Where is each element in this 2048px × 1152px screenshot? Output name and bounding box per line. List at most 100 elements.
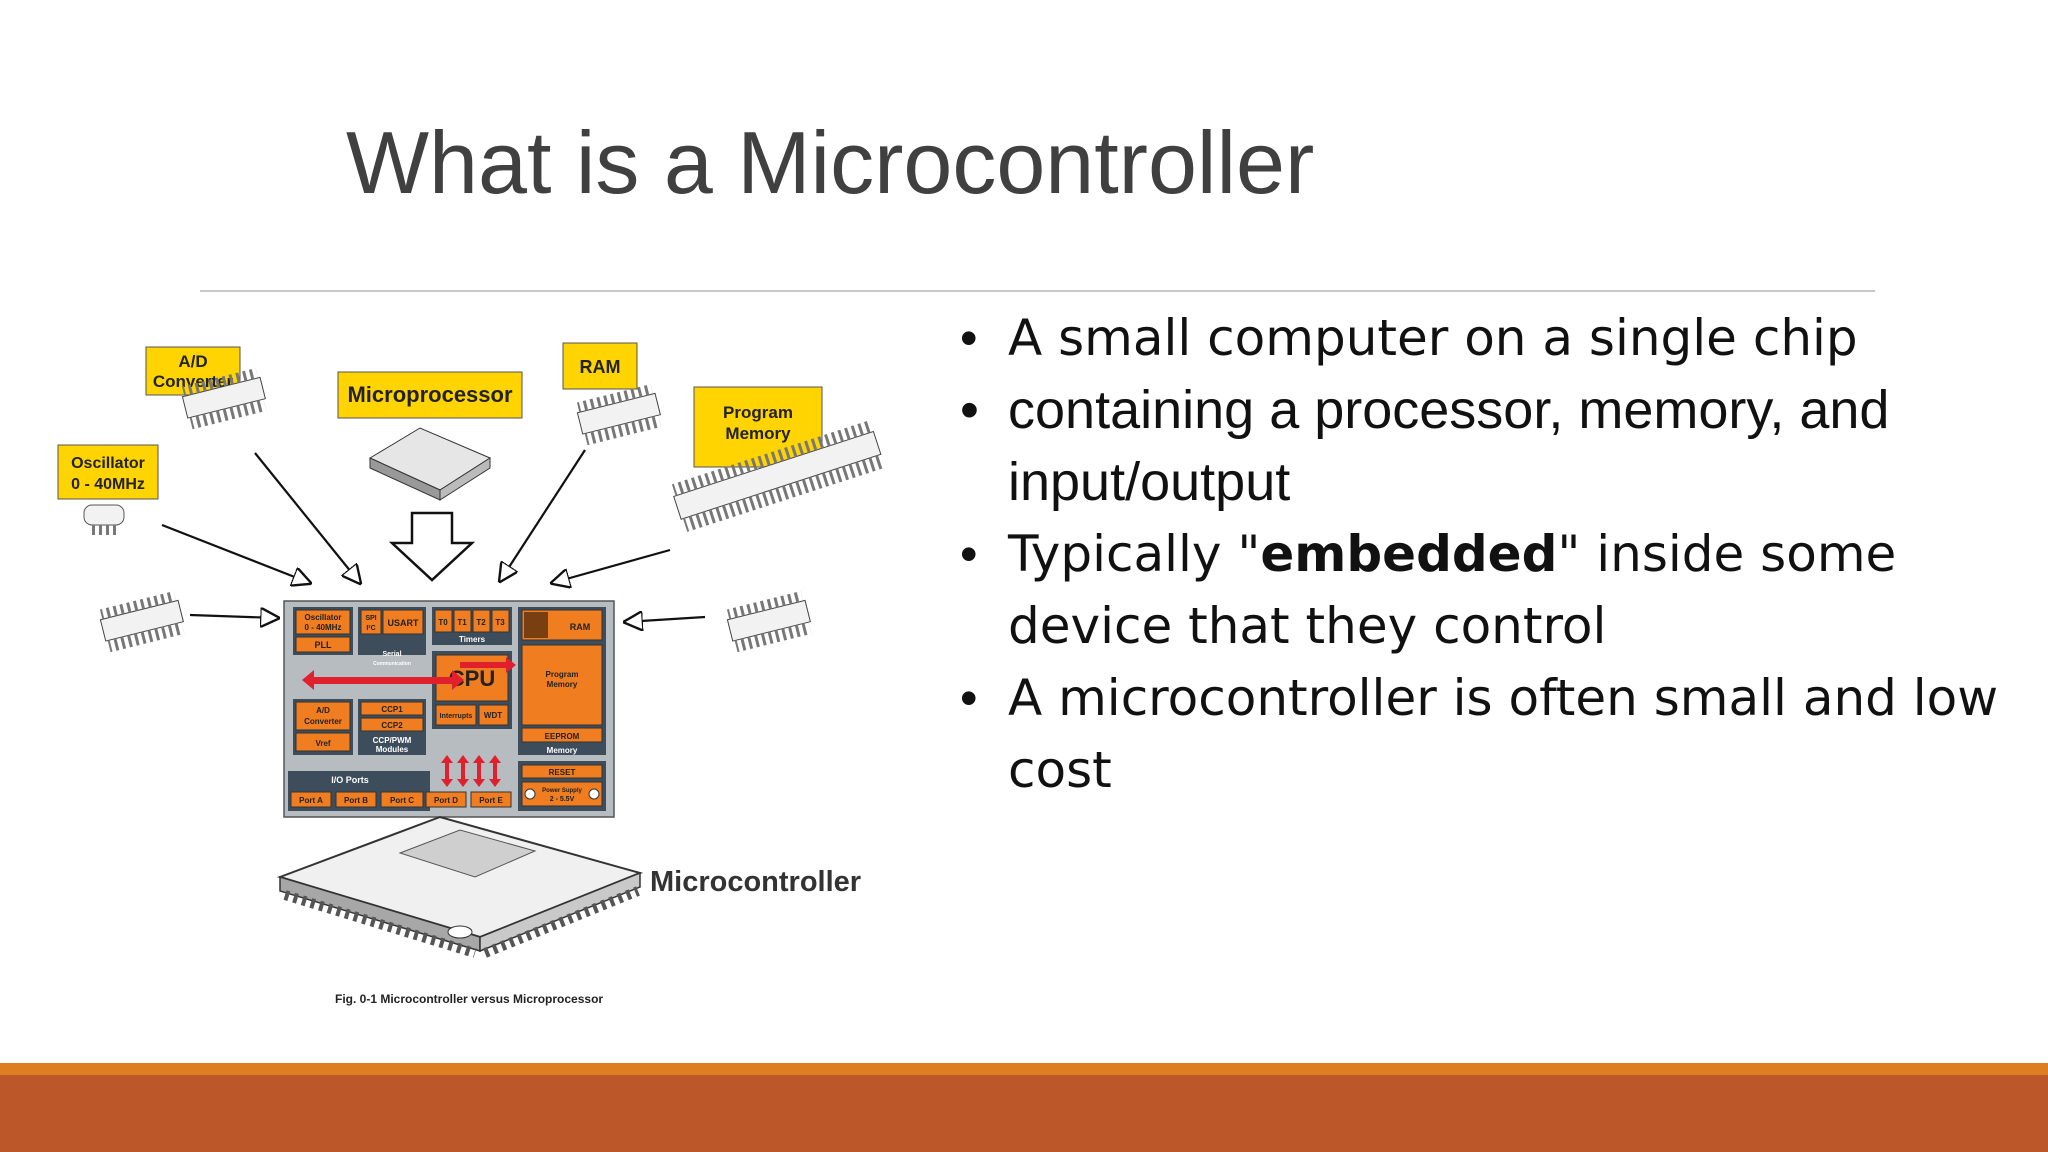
arrow-oscillator — [161, 523, 310, 583]
chip-port-d-label: Port D — [434, 796, 458, 805]
label-program-memory: Program Memory — [693, 386, 823, 468]
chip-vref — [295, 732, 351, 752]
footer-accent-bar — [0, 1063, 2048, 1075]
pointer-arrows — [161, 449, 706, 622]
chip-power-line2: 2 - 5.5V — [550, 796, 575, 803]
chip-ccp-line2: Modules — [376, 745, 409, 754]
chip-ad-line2: Converter — [304, 717, 342, 726]
chip-program-memory — [521, 644, 603, 726]
bullet-1-text: A small computer on a single chip — [1008, 309, 1858, 367]
dip-chip-right — [726, 591, 812, 653]
chip-port-c-label: Port C — [390, 796, 414, 805]
chip-spi — [360, 609, 382, 635]
label-microprocessor: Microprocessor — [337, 371, 523, 419]
chip-pm-line2: Memory — [547, 680, 578, 689]
bullet-item-4: • A microcontroller is often small and lo… — [960, 662, 2000, 806]
chip-wdt — [478, 704, 509, 726]
chip-port-e-label: Port E — [479, 796, 503, 805]
chip-timer-t1: T1 — [457, 618, 467, 627]
bullet-dot: • — [960, 526, 978, 582]
label-ram-text: RAM — [580, 357, 621, 377]
title-divider — [200, 290, 1875, 292]
label-program-line1: Program — [723, 403, 793, 422]
label-osc-line1: Oscillator — [71, 455, 145, 472]
microcontroller-diagram: A/D Converter Microprocessor RAM Program… — [57, 342, 884, 1006]
label-oscillator: Oscillator 0 - 40MHz — [57, 444, 159, 500]
chip-pll — [295, 636, 351, 653]
chip-memory-label: Memory — [547, 746, 578, 755]
bullet-item-3: •Typically "embedded" inside some device… — [960, 518, 2000, 662]
microcontroller-figure: A/D Converter Microprocessor RAM Program… — [40, 325, 920, 1015]
chip-ccp1 — [360, 701, 424, 716]
bullet-dot: • — [960, 670, 978, 726]
arrow-program-memory — [552, 548, 671, 583]
chip-port-b-label: Port B — [344, 796, 368, 805]
footer-bar — [0, 1075, 2048, 1152]
chip-interrupts-label: Interrupts — [440, 713, 473, 720]
bullet-4-text: A microcontroller is often small and low… — [1008, 669, 1999, 799]
chip-timer-blocks: T0 T1 T2 T3 — [434, 609, 510, 633]
chip-osc-line2: 0 - 40MHz — [305, 623, 342, 632]
chip-timer-t3: T3 — [495, 618, 505, 627]
chip-usart — [382, 609, 424, 635]
arrow-ad — [254, 452, 360, 583]
chip-ccp-line1: CCP/PWM — [373, 736, 412, 745]
chip-usart-label: USART — [388, 618, 420, 628]
chip-ccp2-label: CCP2 — [381, 721, 403, 730]
chip-ccp2 — [360, 717, 424, 732]
chip-reset — [521, 764, 603, 779]
chip-ports: Port A Port B Port C Port D Port E — [290, 791, 512, 808]
chip-ad-converter — [295, 701, 351, 731]
chip-spi-line2: I²C — [366, 625, 375, 632]
chip-port-c — [380, 791, 424, 808]
chip-serial-line1: Serial — [382, 651, 401, 658]
chip-wdt-label: WDT — [484, 711, 502, 720]
chip-block-diagram: Oscillator 0 - 40MHz PLL SPI I²C USART S… — [283, 600, 615, 818]
chip-timer-t0: T0 — [438, 618, 448, 627]
bullet-dot: • — [960, 380, 979, 440]
chip-eeprom-label: EEPROM — [545, 732, 580, 741]
bullet-3-pre: Typically " — [1008, 525, 1261, 583]
dip-chip-ad — [181, 368, 267, 430]
chip-port-a — [290, 791, 332, 808]
chip-ccp1-label: CCP1 — [381, 705, 403, 714]
chip-reset-label: RESET — [549, 768, 576, 777]
chip-timer-t2: T2 — [476, 618, 486, 627]
chip-serial-line2: Communication — [373, 661, 411, 667]
chip-port-b — [335, 791, 377, 808]
chip-port-d — [425, 791, 467, 808]
qfp-chip-microprocessor — [368, 427, 492, 501]
arrow-ram — [500, 449, 586, 581]
dip-chip-program-memory — [671, 420, 884, 532]
chip-timers-label: Timers — [459, 635, 486, 644]
chip-pm-line1: Program — [546, 670, 579, 679]
crystal-oscillator — [83, 504, 125, 535]
label-microprocessor-text: Microprocessor — [347, 382, 512, 407]
bullet-item-1: •A small computer on a single chip — [960, 302, 2000, 374]
microcontroller-package — [276, 815, 644, 958]
chip-vref-label: Vref — [315, 739, 330, 748]
label-microcontroller: Microcontroller — [650, 866, 861, 898]
dip-chip-ram — [576, 384, 662, 446]
slide-title: What is a Microcontroller — [346, 113, 1315, 212]
chip-power-line1: Power Supply — [542, 788, 582, 794]
arrow-left-chip — [189, 615, 278, 618]
big-down-arrow — [388, 511, 476, 582]
dip-chip-left — [99, 591, 185, 653]
chip-pll-label: PLL — [315, 640, 333, 650]
chip-spi-line1: SPI — [365, 615, 376, 622]
label-program-line2: Memory — [725, 424, 791, 443]
bullet-list: •A small computer on a single chip •cont… — [960, 302, 2000, 806]
chip-ad-line1: A/D — [316, 706, 330, 715]
chip-io-ports-label: I/O Ports — [331, 775, 369, 785]
figure-caption: Fig. 0-1 Microcontroller versus Micropro… — [335, 992, 603, 1006]
chip-osc-line1: Oscillator — [305, 613, 342, 622]
label-osc-line2: 0 - 40MHz — [71, 476, 145, 493]
chip-eeprom — [521, 727, 603, 743]
chip-oscillator — [295, 609, 351, 635]
chip-port-e — [470, 791, 512, 808]
chip-interrupts — [435, 704, 477, 726]
bullet-2-text: containing a processor, memory, and inpu… — [1008, 380, 1890, 512]
chip-port-a-label: Port A — [299, 796, 323, 805]
chip-ram-label: RAM — [570, 622, 591, 632]
